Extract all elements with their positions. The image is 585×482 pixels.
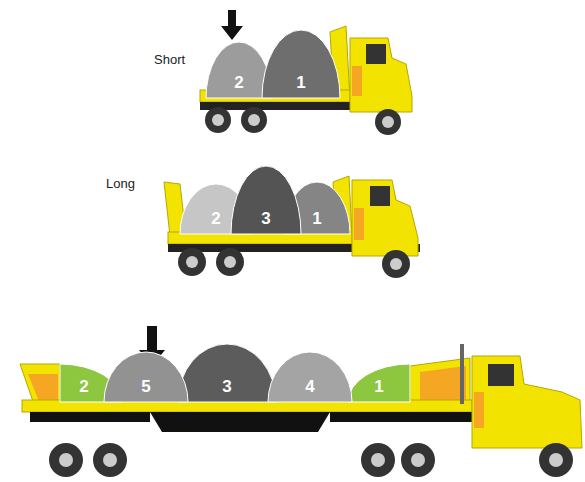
trailer-frame bbox=[30, 412, 150, 422]
truck-size-label: Short bbox=[154, 52, 185, 67]
front-cap bbox=[420, 366, 466, 400]
wheels bbox=[178, 248, 410, 278]
load-pile: 4 bbox=[268, 352, 352, 402]
cab bbox=[352, 180, 418, 256]
down-arrow bbox=[139, 326, 165, 366]
load-pile: 3 bbox=[178, 344, 276, 402]
tractor-trailer bbox=[20, 344, 582, 477]
wheels bbox=[49, 443, 573, 477]
pile-number: 3 bbox=[231, 210, 301, 228]
load-pile: 1 bbox=[262, 30, 340, 98]
load-pile: 1 bbox=[348, 364, 410, 402]
load-arrows bbox=[139, 10, 276, 366]
cab-step bbox=[474, 392, 484, 428]
drop-deck bbox=[150, 412, 330, 432]
pile-number: 4 bbox=[268, 378, 352, 396]
short-truck bbox=[200, 26, 412, 135]
down-arrow bbox=[254, 166, 276, 190]
truck-size-label: Long bbox=[106, 176, 135, 191]
pile-number: 1 bbox=[262, 74, 340, 92]
tractor-cab bbox=[472, 356, 582, 448]
pile-outline bbox=[178, 344, 276, 402]
down-arrow bbox=[221, 10, 243, 40]
pile-outline bbox=[348, 364, 410, 402]
pile-number: 5 bbox=[104, 378, 188, 396]
cab-step bbox=[354, 208, 364, 240]
cab bbox=[350, 38, 412, 112]
cab-window bbox=[488, 364, 514, 386]
pile-outline bbox=[268, 352, 352, 402]
pile-number: 3 bbox=[178, 378, 276, 396]
pile-outline bbox=[284, 182, 350, 234]
wheels bbox=[205, 107, 401, 135]
pile-outline bbox=[104, 352, 188, 402]
exhaust-stack bbox=[460, 344, 464, 404]
cab-step bbox=[352, 66, 362, 96]
pile-number: 1 bbox=[348, 378, 410, 396]
cab-window bbox=[366, 44, 386, 64]
pile-outline bbox=[231, 166, 301, 234]
pile-outline bbox=[262, 30, 340, 98]
cab-window bbox=[370, 186, 390, 206]
load-pile: 3 bbox=[231, 166, 301, 234]
load-pile: 5 bbox=[104, 352, 188, 402]
